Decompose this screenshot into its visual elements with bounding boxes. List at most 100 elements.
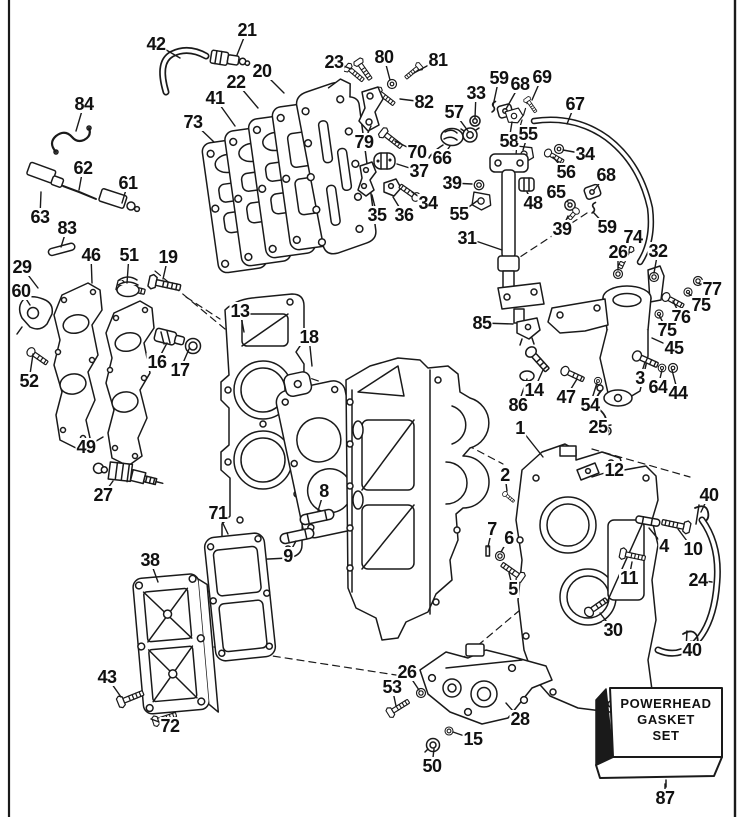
nut-26b	[415, 687, 427, 699]
part-label-45: 45	[663, 338, 685, 358]
screw-47	[558, 364, 587, 385]
part-label-42: 42	[145, 34, 167, 54]
nut-6	[494, 550, 506, 562]
washer-54	[593, 376, 603, 386]
fitting-21	[209, 49, 251, 67]
part-label-39b: 39	[551, 219, 573, 239]
part-label-21: 21	[236, 20, 258, 40]
bracket-35	[357, 161, 377, 197]
head-cover-gasket-stack	[201, 78, 377, 274]
spark-plug-27	[92, 461, 164, 486]
part-label-12: 12	[603, 460, 625, 480]
part-label-84: 84	[73, 94, 95, 114]
washer-34a	[553, 143, 565, 155]
nut-26a	[612, 268, 624, 280]
bolt-53	[384, 695, 413, 720]
gasket-box-caption: POWERHEAD GASKET SET	[612, 696, 720, 744]
part-label-52: 52	[18, 371, 40, 391]
nut-32	[648, 271, 660, 283]
part-label-28: 28	[509, 709, 531, 729]
dowel-4	[635, 515, 661, 527]
sensor-62-63	[26, 161, 141, 213]
part-label-20: 20	[251, 61, 273, 81]
part-label-6: 6	[503, 528, 515, 548]
bolt-19	[146, 273, 183, 296]
part-label-59a: 59	[488, 68, 510, 88]
dowel-pin-9	[279, 527, 315, 545]
part-label-30: 30	[602, 620, 624, 640]
hose-24	[654, 516, 721, 657]
part-label-17: 17	[169, 360, 191, 380]
part-label-75b: 75	[656, 320, 678, 340]
part-label-47: 47	[555, 387, 577, 407]
pin-83	[47, 242, 76, 257]
part-label-53: 53	[381, 677, 403, 697]
screw-14	[522, 343, 553, 375]
powerhead-gasket-set-box	[595, 687, 723, 788]
wire-clip-84	[50, 125, 92, 155]
gasket-box-line-2: GASKET	[637, 712, 695, 727]
screw-2	[501, 490, 517, 505]
grommet-68b	[583, 183, 602, 200]
bolt-81	[402, 60, 425, 82]
washer-64	[657, 363, 667, 373]
vent-hose-42	[159, 47, 210, 96]
part-label-23: 23	[323, 52, 345, 72]
cylinder-block	[345, 357, 490, 641]
part-label-85: 85	[471, 313, 493, 333]
cylinder-head-cover-20	[295, 78, 377, 255]
part-label-25: 25	[587, 417, 609, 437]
part-label-55a: 55	[517, 124, 539, 144]
bracket-36	[383, 178, 402, 197]
part-label-41: 41	[204, 88, 226, 108]
part-label-19: 19	[157, 247, 179, 267]
part-label-71: 71	[207, 503, 229, 523]
washer-80	[386, 78, 398, 90]
part-label-57: 57	[443, 102, 465, 122]
part-label-75a: 75	[690, 295, 712, 315]
intake-plate-38	[132, 573, 220, 715]
part-label-4: 4	[658, 536, 670, 556]
bolt-10	[660, 514, 693, 536]
part-label-67: 67	[564, 94, 586, 114]
part-label-34b: 34	[417, 193, 439, 213]
part-label-82: 82	[413, 92, 435, 112]
part-label-3: 3	[634, 368, 646, 388]
part-label-13: 13	[229, 301, 251, 321]
bushing-48	[518, 177, 535, 192]
part-label-44: 44	[667, 383, 689, 403]
dowel-pin-8	[299, 508, 335, 526]
part-label-18: 18	[298, 327, 320, 347]
part-label-5: 5	[507, 579, 519, 599]
part-label-9: 9	[282, 546, 294, 566]
bracket-28	[419, 643, 553, 725]
pin-7	[485, 545, 491, 557]
part-label-32: 32	[647, 241, 669, 261]
part-label-79: 79	[353, 132, 375, 152]
part-label-24: 24	[687, 570, 709, 590]
part-label-48: 48	[522, 193, 544, 213]
part-label-26a: 26	[607, 242, 629, 262]
part-label-27: 27	[92, 485, 114, 505]
bolt-70	[376, 125, 406, 153]
water-tube-31	[489, 153, 545, 324]
part-label-43: 43	[96, 667, 118, 687]
part-label-87: 87	[654, 788, 676, 808]
part-label-16: 16	[146, 352, 168, 372]
part-label-2: 2	[499, 465, 511, 485]
part-label-66: 66	[431, 148, 453, 168]
part-label-69: 69	[531, 67, 553, 87]
part-label-37: 37	[408, 161, 430, 181]
part-label-56: 56	[555, 162, 577, 182]
part-label-60: 60	[10, 281, 32, 301]
mount-37	[373, 152, 396, 170]
nut-39a	[473, 179, 485, 191]
part-label-73: 73	[182, 112, 204, 132]
exhaust-plate-46	[53, 282, 103, 449]
plug-16	[153, 327, 186, 346]
part-label-68a: 68	[509, 74, 531, 94]
part-label-54: 54	[579, 395, 601, 415]
part-label-68b: 68	[595, 165, 617, 185]
part-label-1: 1	[514, 418, 526, 438]
